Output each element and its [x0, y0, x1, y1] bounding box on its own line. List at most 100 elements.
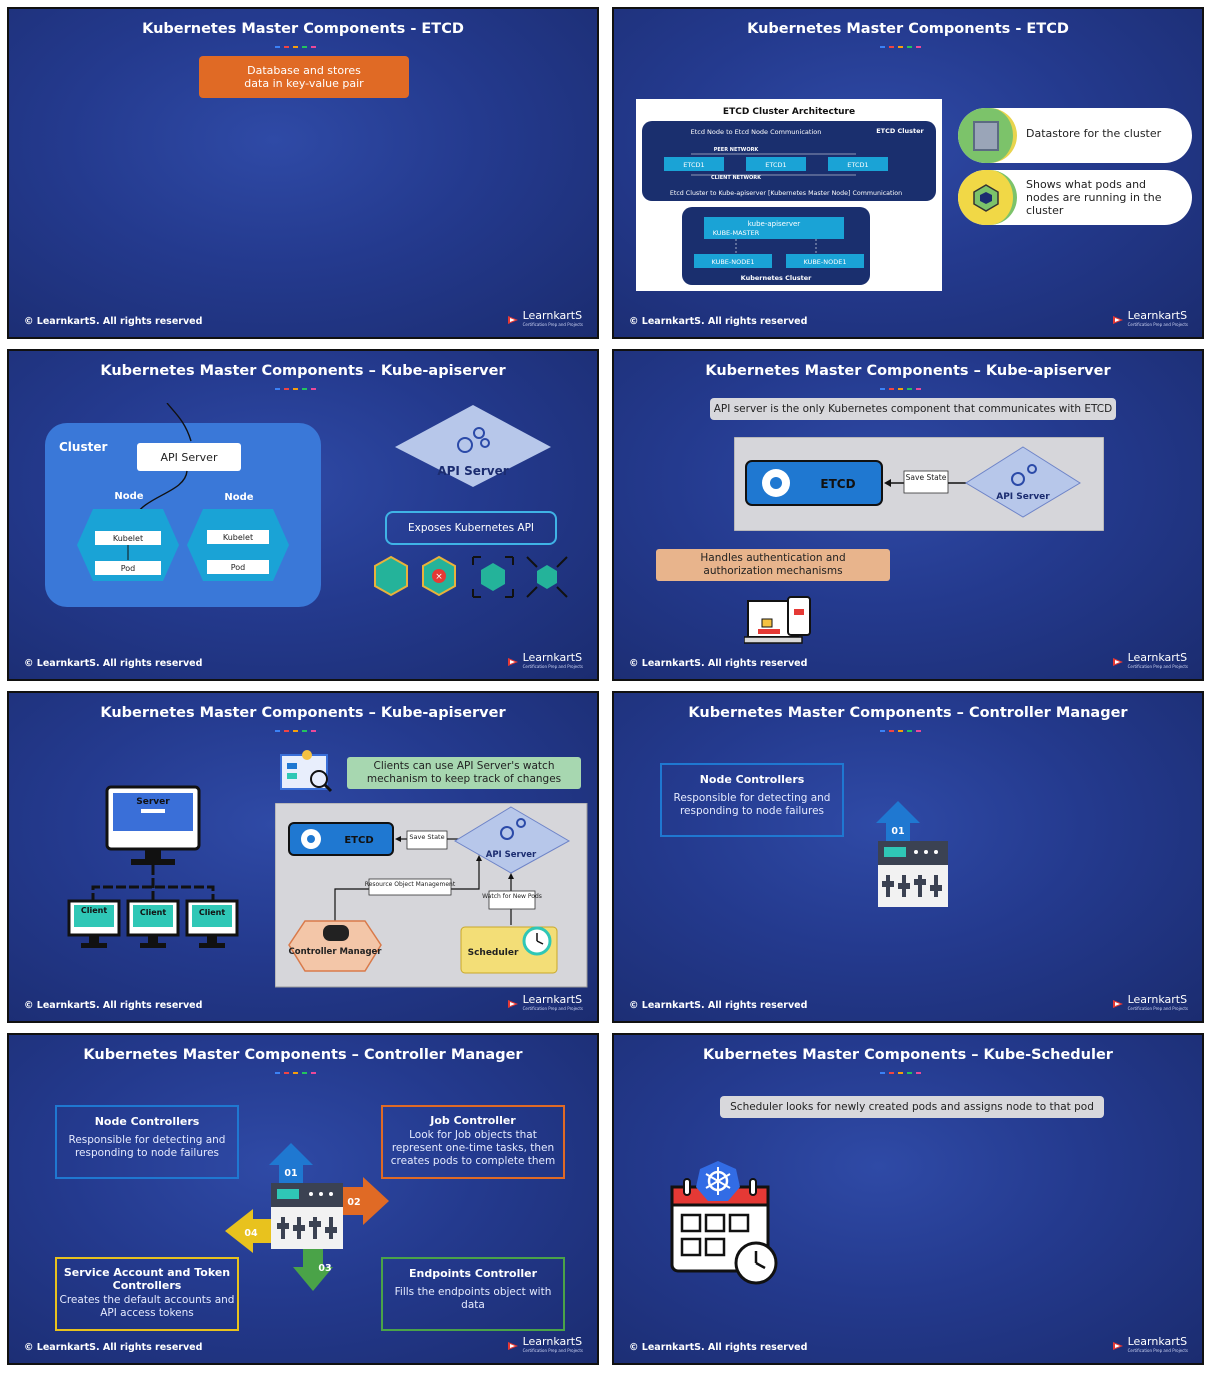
scheduler-label: Scheduler: [468, 948, 519, 958]
api-server-flow-diagram: ETCD Save State API Server Resource Obje…: [275, 803, 588, 988]
kubelet-1: Kubelet: [113, 534, 143, 543]
job-controller-card: Job Controller Look for Job objects that…: [381, 1105, 565, 1179]
etcd-label: ETCD: [820, 477, 855, 491]
pill-datastore: Datastore for the cluster: [958, 108, 1192, 163]
kube-apiserver-label: kube-apiserver: [748, 220, 801, 228]
gamepad-icon: [323, 925, 349, 941]
arrow-02: [343, 1177, 389, 1225]
slide-title: Kubernetes Master Components – Kube-apis…: [100, 705, 506, 721]
logo-icon: [1112, 658, 1123, 666]
card-body: Look for Job objects that represent one-…: [390, 1129, 556, 1167]
number-04: 04: [244, 1228, 258, 1239]
cube-expand-icon: [472, 556, 514, 598]
laptop-lock-icon: [744, 596, 811, 644]
title-dots: [878, 1072, 938, 1076]
etcd-comm-label: Etcd Node to Etcd Node Communication: [691, 128, 822, 136]
number-01: 01: [284, 1168, 297, 1179]
copyright: © LearnkartS. All rights reserved: [24, 1342, 203, 1353]
card-heading: Service Account and Token Controllers: [63, 1266, 231, 1292]
card-heading: Node Controllers: [94, 1115, 200, 1128]
number-02: 02: [347, 1197, 360, 1208]
logo-text: LearnkartS: [522, 993, 583, 1006]
api-server-label: API Server: [486, 850, 537, 860]
slide-title: Kubernetes Master Components - ETCD: [142, 21, 464, 37]
watch-banner-text: Clients can use API Server's watch mecha…: [366, 760, 562, 785]
etcd-banner: API server is the only Kubernetes compon…: [710, 398, 1116, 420]
etcd-node-box: [828, 157, 888, 171]
title-dots: [878, 730, 938, 734]
cluster-diagram: Cluster API Server Node Node Kubelet Pod…: [45, 403, 321, 607]
slide-etcd-2: Kubernetes Master Components - ETCD ETCD…: [612, 7, 1204, 339]
client-label-2: Client: [140, 908, 166, 917]
logo-icon: [507, 658, 518, 666]
slide-title: Kubernetes Master Components – Controlle…: [688, 705, 1128, 721]
cube-remove-icon: ×: [422, 555, 456, 597]
client-monitor: [126, 899, 180, 948]
slide-apiserver-1: Kubernetes Master Components – Kube-apis…: [7, 349, 599, 681]
logo-tag: Certification Prep and Projects: [522, 1006, 583, 1011]
copyright: © LearnkartS. All rights reserved: [629, 1000, 808, 1011]
gear-icon: [762, 469, 790, 497]
watch-banner: Clients can use API Server's watch mecha…: [347, 757, 581, 789]
logo-text: LearnkartS: [1127, 1335, 1188, 1348]
svg-text:×: ×: [435, 572, 443, 582]
clock-icon: [522, 926, 552, 956]
number-03: 03: [318, 1263, 331, 1274]
arrow-01: [269, 1143, 313, 1183]
etcd-node-3: ETCD1: [847, 161, 868, 169]
exposes-api-text: Exposes Kubernetes API: [407, 522, 535, 534]
logo-tag: Certification Prep and Projects: [522, 664, 583, 669]
kubelet-2: Kubelet: [223, 533, 253, 542]
cube-icon: [374, 555, 408, 597]
slide-title: Kubernetes Master Components – Kube-apis…: [705, 363, 1111, 379]
slide-kube-scheduler: Kubernetes Master Components – Kube-Sche…: [612, 1033, 1204, 1365]
hexagon-icon: [958, 170, 1017, 225]
copyright: © LearnkartS. All rights reserved: [24, 316, 203, 327]
gear-icon: [301, 829, 321, 849]
title-dots: [273, 730, 333, 734]
api-server-diamond: API Server: [395, 405, 551, 487]
card-body: Responsible for detecting and responding…: [68, 1134, 226, 1159]
slide-title: Kubernetes Master Components – Kube-apis…: [100, 363, 506, 379]
controller-manager-hexagon: [288, 920, 382, 972]
cube-collapse-icon: [526, 556, 568, 598]
logo-icon: [507, 316, 518, 324]
logo-tag: Certification Prep and Projects: [522, 322, 583, 327]
etcd-node-1: ETCD1: [683, 161, 704, 169]
api-server-label: API Server: [996, 492, 1050, 502]
logo-tag: Certification Prep and Projects: [1127, 664, 1188, 669]
dashboard-search-icon: [280, 750, 333, 793]
scheduler-banner-text: Scheduler looks for newly created pods a…: [730, 1101, 1094, 1113]
card-heading: Endpoints Controller: [408, 1267, 537, 1280]
rom-label: Resource Object Management: [365, 881, 456, 888]
controller-manager-label: Controller Manager: [289, 947, 383, 957]
client-label-3: Client: [199, 908, 225, 917]
calendar-k8s-icon: [670, 1161, 778, 1285]
exposes-api-box: Exposes Kubernetes API: [385, 511, 557, 545]
title-dots: [878, 46, 938, 50]
slide-title: Kubernetes Master Components – Controlle…: [83, 1047, 523, 1063]
service-account-card: Service Account and Token Controllers Cr…: [55, 1257, 239, 1331]
node-label-2: Node: [224, 492, 253, 503]
client-label-1: Client: [81, 906, 107, 915]
slide-apiserver-2: Kubernetes Master Components – Kube-apis…: [612, 349, 1204, 681]
slide-controller-manager-1: Kubernetes Master Components – Controlle…: [612, 691, 1204, 1023]
logo-text: LearnkartS: [522, 1335, 583, 1348]
card-body: Creates the default accounts and API acc…: [59, 1294, 235, 1319]
slide-title: Kubernetes Master Components – Kube-Sche…: [703, 1047, 1113, 1063]
api-server-box-label: API Server: [161, 451, 218, 464]
card-heading: Node Controllers: [699, 773, 805, 786]
pill-pods-text: Shows what pods and nodes are running in…: [1026, 178, 1162, 217]
card-heading: Job Controller: [430, 1114, 516, 1127]
node-label-1: Node: [114, 491, 143, 502]
logo-text: LearnkartS: [522, 651, 583, 664]
etcd-cluster-label: ETCD Cluster: [876, 127, 924, 135]
slide-controller-manager-2: Kubernetes Master Components – Controlle…: [7, 1033, 599, 1365]
node-controllers-card: Node Controllers Responsible for detecti…: [660, 763, 844, 837]
server-label: Server: [136, 797, 170, 807]
etcd-architecture-diagram: ETCD Cluster Architecture Etcd Node to E…: [636, 99, 942, 291]
